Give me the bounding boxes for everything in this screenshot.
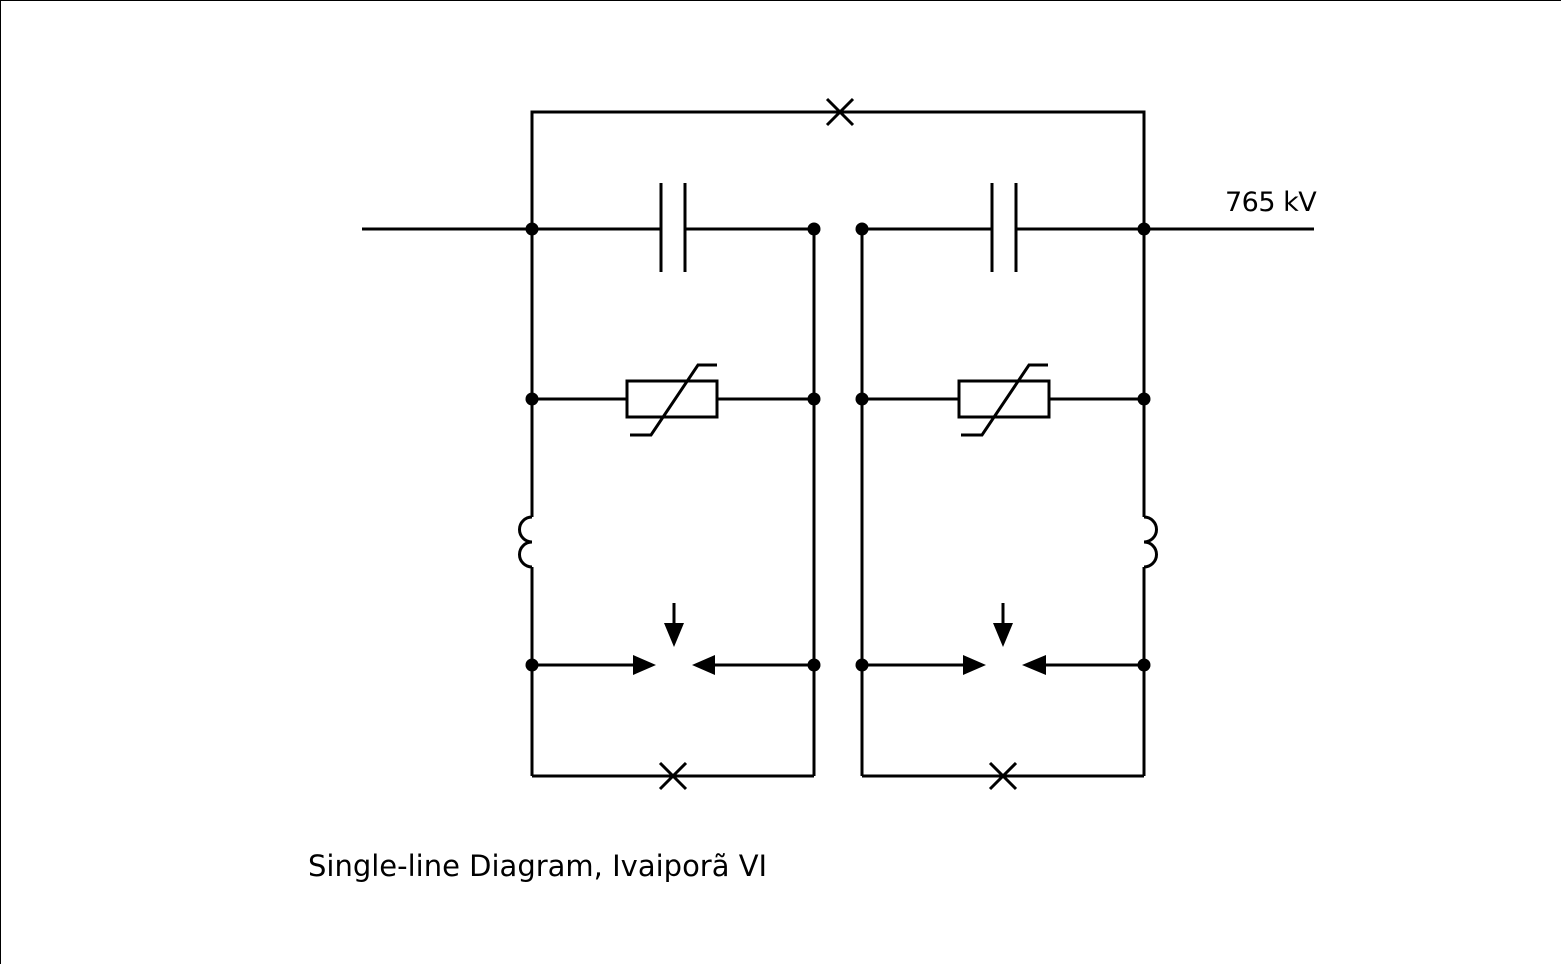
junction-dots xyxy=(525,222,1151,672)
segment-2 xyxy=(860,183,1158,791)
voltage-label: 765 kV xyxy=(1225,187,1317,218)
damping-reactor-1 xyxy=(518,229,534,776)
bypass-breaker-1 xyxy=(532,761,814,791)
line-bypass-breaker xyxy=(530,97,1146,229)
spark-gap-1 xyxy=(532,603,814,675)
capacitor-1 xyxy=(532,183,814,272)
varistor-2 xyxy=(862,363,1144,437)
diagram-caption: Single-line Diagram, Ivaiporã VI xyxy=(308,849,768,883)
segment-1 xyxy=(518,183,816,791)
varistor-1 xyxy=(532,363,814,437)
spark-gap-2 xyxy=(862,603,1144,675)
capacitor-2 xyxy=(862,183,1144,272)
bypass-breaker-2 xyxy=(862,761,1144,791)
damping-reactor-2 xyxy=(1142,229,1158,776)
